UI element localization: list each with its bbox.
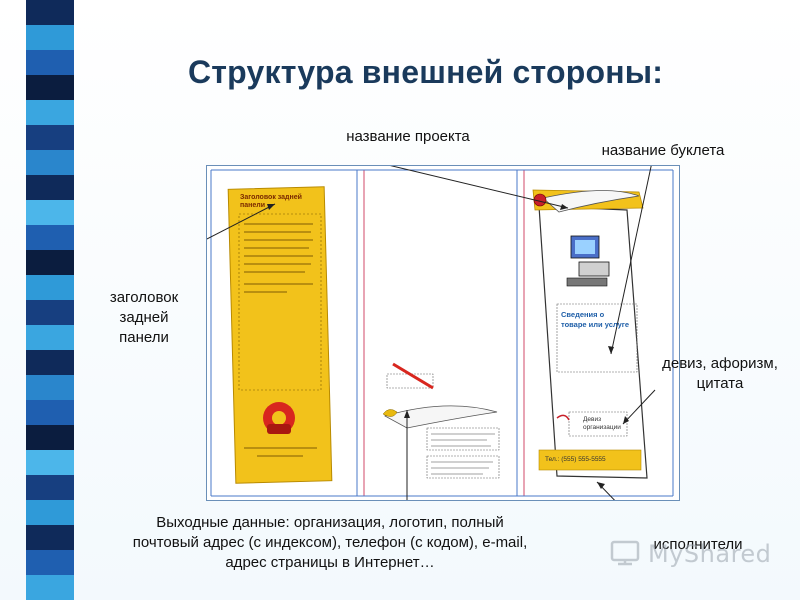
panel-guides <box>210 169 674 497</box>
back-panel-title: Заголовок задней панели <box>240 194 302 209</box>
label-project-name: название проекта <box>346 128 470 145</box>
brochure-layout: Заголовок задней панели Сведения о товар… <box>206 165 680 501</box>
phone-bar-text: Тел.: (555) 555-5555 <box>545 456 606 463</box>
back-panel <box>227 186 333 484</box>
watermark: MyShared <box>608 534 778 574</box>
slide-title: Структура внешней стороны: <box>188 54 664 90</box>
label-output-data: Выходные данные: организация, логотип, п… <box>132 514 528 571</box>
label-motto: девиз, афоризм, цитата <box>662 355 778 392</box>
watermark-text: MyShared <box>648 540 772 568</box>
product-info-text: Сведения о товаре или услуге <box>561 310 630 329</box>
label-back-panel-header: заголовок задней панели <box>109 289 179 346</box>
label-performers: исполнители <box>653 536 743 553</box>
pointer-lines <box>207 166 656 500</box>
watermark-logo-icon <box>610 540 640 566</box>
motto-box-text: Девиз организации <box>583 416 621 431</box>
middle-panel <box>382 362 500 479</box>
pointer-arrowheads <box>267 204 629 489</box>
front-panel <box>532 189 648 479</box>
brochure-artwork <box>207 166 674 500</box>
decorative-stripe <box>26 0 74 600</box>
label-booklet-name: название буклета <box>601 142 725 159</box>
